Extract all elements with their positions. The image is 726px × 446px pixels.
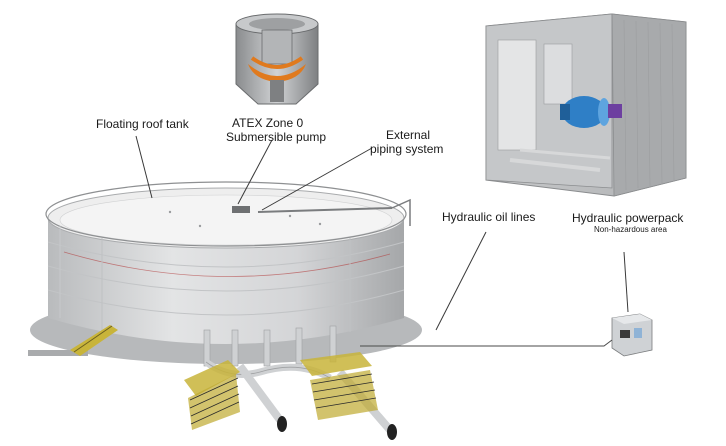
roof-hatch bbox=[232, 206, 250, 213]
leader-powerpack bbox=[623, 251, 629, 313]
label-piping-line1: External bbox=[386, 128, 431, 142]
label-floating-roof-tank: Floating roof tank bbox=[96, 117, 189, 131]
leader-lines bbox=[135, 135, 629, 347]
label-pump-line2: Submersible pump bbox=[226, 130, 327, 144]
pump-impeller bbox=[248, 64, 306, 82]
leader-piping bbox=[261, 147, 373, 211]
leader-pump bbox=[237, 139, 273, 205]
piping-cluster bbox=[184, 325, 397, 440]
leader-floating-roof bbox=[135, 135, 153, 199]
label-hydraulic-oil-lines: Hydraulic oil lines bbox=[442, 210, 536, 224]
tank-wall bbox=[48, 218, 404, 344]
label-hydraulic-powerpack: Hydraulic powerpack bbox=[572, 211, 684, 225]
label-pump-line1: ATEX Zone 0 bbox=[232, 116, 304, 130]
pump-cutaway-illustration bbox=[235, 13, 319, 105]
pump-motor bbox=[562, 96, 606, 128]
label-piping-line2: piping system bbox=[370, 142, 444, 156]
powerpack-box-icon bbox=[611, 313, 653, 357]
tank-illustration bbox=[30, 181, 422, 364]
leader-oil-lines bbox=[435, 231, 487, 331]
label-non-hazardous-area: Non-hazardous area bbox=[594, 225, 667, 234]
staircase-icon bbox=[28, 325, 118, 356]
hydraulic-oil-line bbox=[360, 339, 613, 347]
powerpack-container-illustration bbox=[485, 13, 687, 197]
